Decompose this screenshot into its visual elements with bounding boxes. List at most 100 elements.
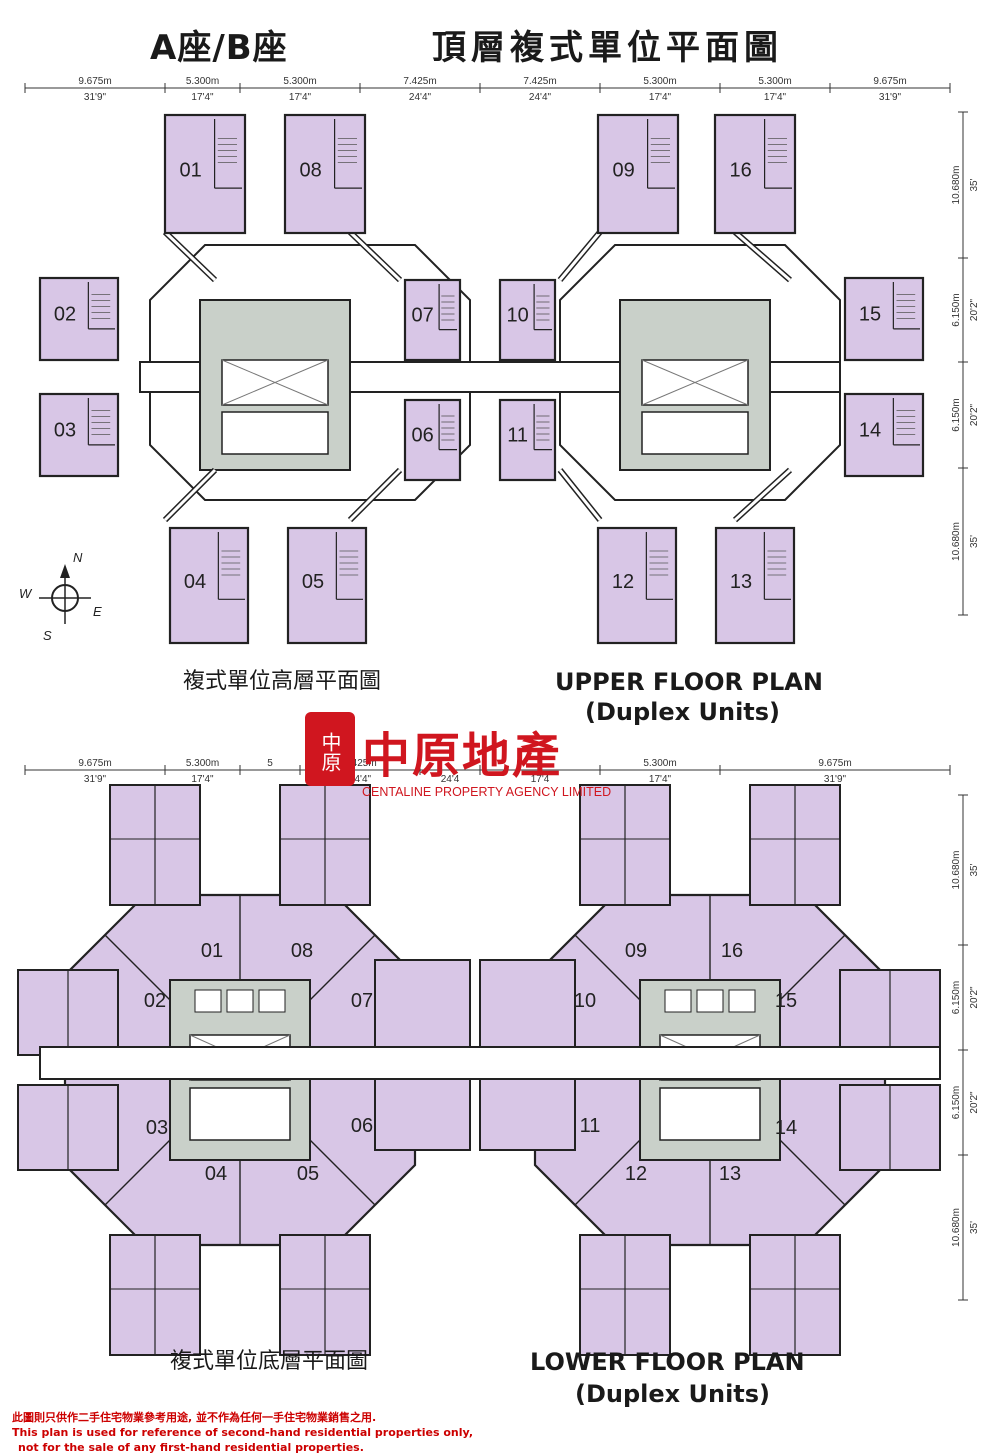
disclaimer-en-1: This plan is used for reference of secon…	[12, 1426, 474, 1439]
side-dimension-imperial: 35'	[969, 535, 980, 548]
unit-09[interactable]: 09	[596, 113, 680, 235]
dimension-metric: 7.425m	[403, 76, 436, 87]
unit-12[interactable]: 12	[596, 526, 678, 645]
upper-plan-subtitle: (Duplex Units)	[585, 698, 780, 726]
dimension-imperial: 24'4"	[529, 92, 552, 103]
side-dimension-metric: 10.680m	[951, 1208, 962, 1247]
unit-11[interactable]: 11	[498, 398, 557, 482]
unit-08[interactable]: 08	[283, 113, 367, 235]
side-dimension-imperial: 20'2"	[969, 1091, 980, 1114]
unit-number: 12	[612, 571, 634, 593]
compass-west: W	[19, 586, 33, 601]
dimension-metric: 5.300m	[186, 76, 219, 87]
unit-10-label[interactable]: 10	[574, 990, 596, 1012]
unit-number: 09	[612, 159, 634, 181]
lower-plan-title: LOWER FLOOR PLAN	[530, 1348, 805, 1376]
side-dimension-imperial: 20'2"	[969, 298, 980, 321]
side-dimension-imperial: 20'2"	[969, 986, 980, 1009]
upper-plan-title: UPPER FLOOR PLAN	[555, 668, 823, 696]
lower-plan-caption-cn: 複式單位底層平面圖	[170, 1349, 368, 1374]
unit-number: 10	[506, 305, 528, 327]
unit-06[interactable]: 06	[403, 398, 462, 482]
unit-number: 15	[859, 304, 881, 326]
side-dimension-metric: 6.150m	[951, 1086, 962, 1119]
unit-number: 04	[184, 571, 206, 593]
unit-16-label[interactable]: 16	[721, 940, 743, 962]
side-dimension-imperial: 35'	[969, 1221, 980, 1234]
unit-14[interactable]: 14	[843, 392, 925, 478]
logo-english: CENTALINE PROPERTY AGENCY LIMITED	[362, 785, 611, 799]
block-label: A座/B座	[150, 28, 288, 68]
unit-01-label[interactable]: 01	[201, 940, 223, 962]
unit-05-label[interactable]: 05	[297, 1163, 319, 1185]
upper-floor-plan: 9.675m 31'9" 5.300m 17'4" 5.300m 17'4" 7.425m 2…	[24, 76, 980, 645]
dimension-metric: 5	[267, 758, 273, 769]
unit-number: 16	[729, 159, 751, 181]
dimension-metric: 5.300m	[643, 76, 676, 87]
unit-11-label[interactable]: 11	[580, 1115, 601, 1137]
side-dimension-imperial: 35'	[969, 863, 980, 876]
dimension-imperial: 31'9"	[84, 92, 107, 103]
unit-number: 03	[54, 420, 76, 442]
unit-number: 08	[299, 159, 321, 181]
side-dimension-metric: 10.680m	[951, 522, 962, 561]
unit-number: 13	[730, 571, 752, 593]
dimension-metric: 7.425m	[343, 758, 376, 769]
unit-number: 05	[302, 571, 324, 593]
unit-07-label[interactable]: 07	[351, 990, 373, 1012]
unit-13-label[interactable]: 13	[719, 1163, 741, 1185]
dimension-imperial: 17'4"	[191, 92, 214, 103]
unit-16[interactable]: 16	[713, 113, 797, 235]
unit-03-label[interactable]: 03	[146, 1117, 168, 1139]
unit-12-label[interactable]: 12	[625, 1163, 647, 1185]
dimension-metric: 9.675m	[78, 76, 111, 87]
dimension-metric: 9.675m	[78, 758, 111, 769]
logo-chinese: 中原地產	[362, 728, 562, 784]
unit-number: 07	[411, 305, 433, 327]
unit-number: 14	[859, 420, 881, 442]
dimension-imperial: 31'9"	[824, 774, 847, 785]
dimension-imperial: 31'9"	[879, 92, 902, 103]
lower-plan-subtitle: (Duplex Units)	[575, 1380, 770, 1408]
unit-07[interactable]: 07	[403, 278, 462, 362]
unit-01[interactable]: 01	[163, 113, 247, 235]
dimension-metric: 9.675m	[873, 76, 906, 87]
unit-02[interactable]: 02	[38, 276, 120, 362]
compass-north: N	[73, 550, 83, 565]
dimension-imperial: 17'4"	[289, 92, 312, 103]
unit-14-label[interactable]: 14	[775, 1117, 797, 1139]
unit-10[interactable]: 10	[498, 278, 557, 362]
dimension-metric: 5.300m	[186, 758, 219, 769]
unit-06-label[interactable]: 06	[351, 1115, 373, 1137]
unit-number: 02	[54, 304, 76, 326]
unit-13[interactable]: 13	[714, 526, 796, 645]
unit-number: 11	[507, 425, 528, 447]
side-dimension-metric: 10.680m	[951, 166, 962, 205]
logo-seal: 中原	[318, 732, 342, 772]
side-dimension-metric: 10.680m	[951, 851, 962, 890]
unit-03[interactable]: 03	[38, 392, 120, 478]
unit-04-label[interactable]: 04	[205, 1163, 227, 1185]
dimension-imperial: 24'4	[441, 774, 460, 785]
side-dimension-metric: 6.150m	[951, 981, 962, 1014]
unit-04[interactable]: 04	[168, 526, 250, 645]
disclaimer-en-2: not for the sale of any first-hand resid…	[18, 1441, 364, 1454]
unit-02-label[interactable]: 02	[144, 990, 166, 1012]
side-dimension-imperial: 20'2"	[969, 403, 980, 426]
dimension-metric: 9.675m	[818, 758, 851, 769]
unit-08-label[interactable]: 08	[291, 940, 313, 962]
compass-east: E	[93, 604, 102, 619]
disclaimer: 此圖則只供作二手住宅物業參考用途, 並不作為任何一手住宅物業銷售之用. This…	[12, 1410, 992, 1455]
unit-number: 06	[411, 425, 433, 447]
unit-15[interactable]: 15	[843, 276, 925, 362]
unit-05[interactable]: 05	[286, 526, 368, 645]
compass-icon: N S E W	[19, 550, 102, 643]
dimension-imperial: 17'4"	[764, 92, 787, 103]
unit-15-label[interactable]: 15	[775, 990, 797, 1012]
dimension-imperial: 17'4	[531, 774, 550, 785]
dimension-metric: 5.300m	[758, 76, 791, 87]
unit-09-label[interactable]: 09	[625, 940, 647, 962]
disclaimer-cn: 此圖則只供作二手住宅物業參考用途, 並不作為任何一手住宅物業銷售之用.	[12, 1411, 377, 1424]
